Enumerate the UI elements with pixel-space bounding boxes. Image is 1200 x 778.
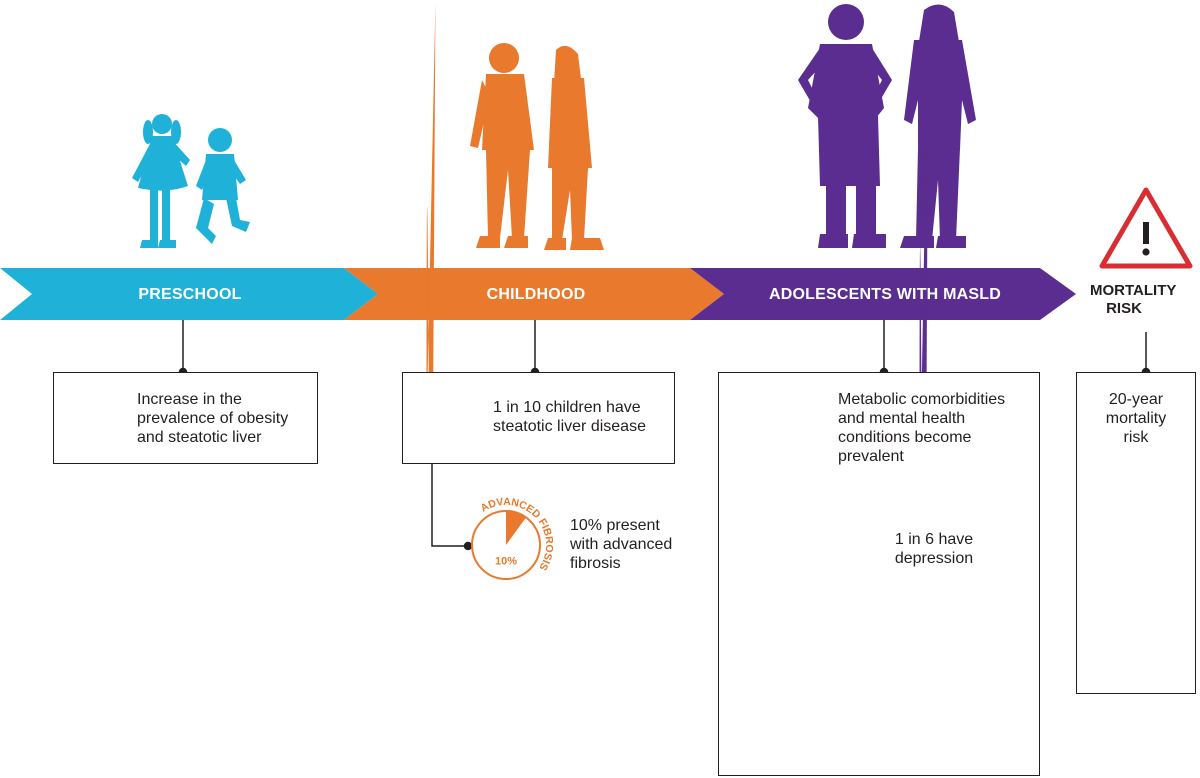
childhood-info-box	[402, 372, 675, 464]
text-line: 10% present	[570, 517, 660, 534]
stage-label-preschool: PRESCHOOL	[138, 286, 242, 303]
adolescents-silhouette	[798, 4, 976, 248]
childhood-arrow-segment	[344, 268, 724, 320]
text-line: Metabolic comorbidities	[838, 391, 1006, 408]
stage-label-adolescents: ADOLESCENTS WITH MASLD	[769, 286, 1001, 303]
person-icon-highlighted	[426, 0, 436, 429]
pie-percent-label: 10%	[495, 555, 517, 567]
text-line: with advanced	[570, 536, 673, 553]
text-line: mortality	[1105, 410, 1167, 427]
mortality-risk-heading: MORTALITY RISK	[1090, 282, 1177, 318]
text-line: conditions become	[838, 429, 972, 446]
adolescent-text: Metabolic comorbidities and mental healt…	[838, 390, 1005, 466]
text-line: prevalent	[838, 448, 904, 465]
mortality-heading-line: RISK	[1106, 300, 1142, 317]
text-line: and mental health	[838, 410, 966, 427]
text-line: and steatotic liver	[137, 429, 262, 446]
text-line: 1 in 10 children have	[493, 399, 641, 416]
adolescent-arrow-segment	[690, 268, 1076, 320]
fibrosis-text: 10% present with advanced fibrosis	[570, 516, 672, 573]
preschool-info-box	[53, 372, 318, 464]
depression-text: 1 in 6 have depression	[888, 530, 980, 568]
mortality-info-box	[1076, 372, 1196, 694]
stage-label-childhood: CHILDHOOD	[486, 286, 586, 303]
text-line: prevalence of obesity	[137, 410, 289, 427]
warning-icon	[1099, 187, 1193, 269]
one-in-ten-people-icon	[413, 0, 475, 430]
preschool-children-silhouette	[132, 114, 250, 248]
text-line: 20-year	[1108, 391, 1164, 408]
text-line: 1 in 6 have	[894, 531, 974, 548]
text-line: steatotic liver disease	[493, 418, 646, 435]
preschool-arrow-segment	[0, 268, 378, 320]
pie-chart: 10%ADVANCED FIBROSIS	[471, 496, 555, 580]
text-line: depression	[894, 550, 974, 567]
mortality-text: 20-year mortality risk	[1080, 390, 1192, 447]
mortality-heading-line: MORTALITY	[1090, 282, 1177, 299]
pie-slice	[506, 511, 526, 545]
text-line: fibrosis	[570, 555, 621, 572]
adolescent-info-box	[718, 372, 1040, 776]
preschool-text: Increase in the prevalence of obesity an…	[137, 390, 288, 447]
childhood-children-silhouette	[470, 43, 604, 250]
childhood-text: 1 in 10 children have steatotic liver di…	[493, 398, 646, 436]
text-line: risk	[1123, 429, 1149, 446]
text-line: Increase in the	[137, 391, 242, 408]
